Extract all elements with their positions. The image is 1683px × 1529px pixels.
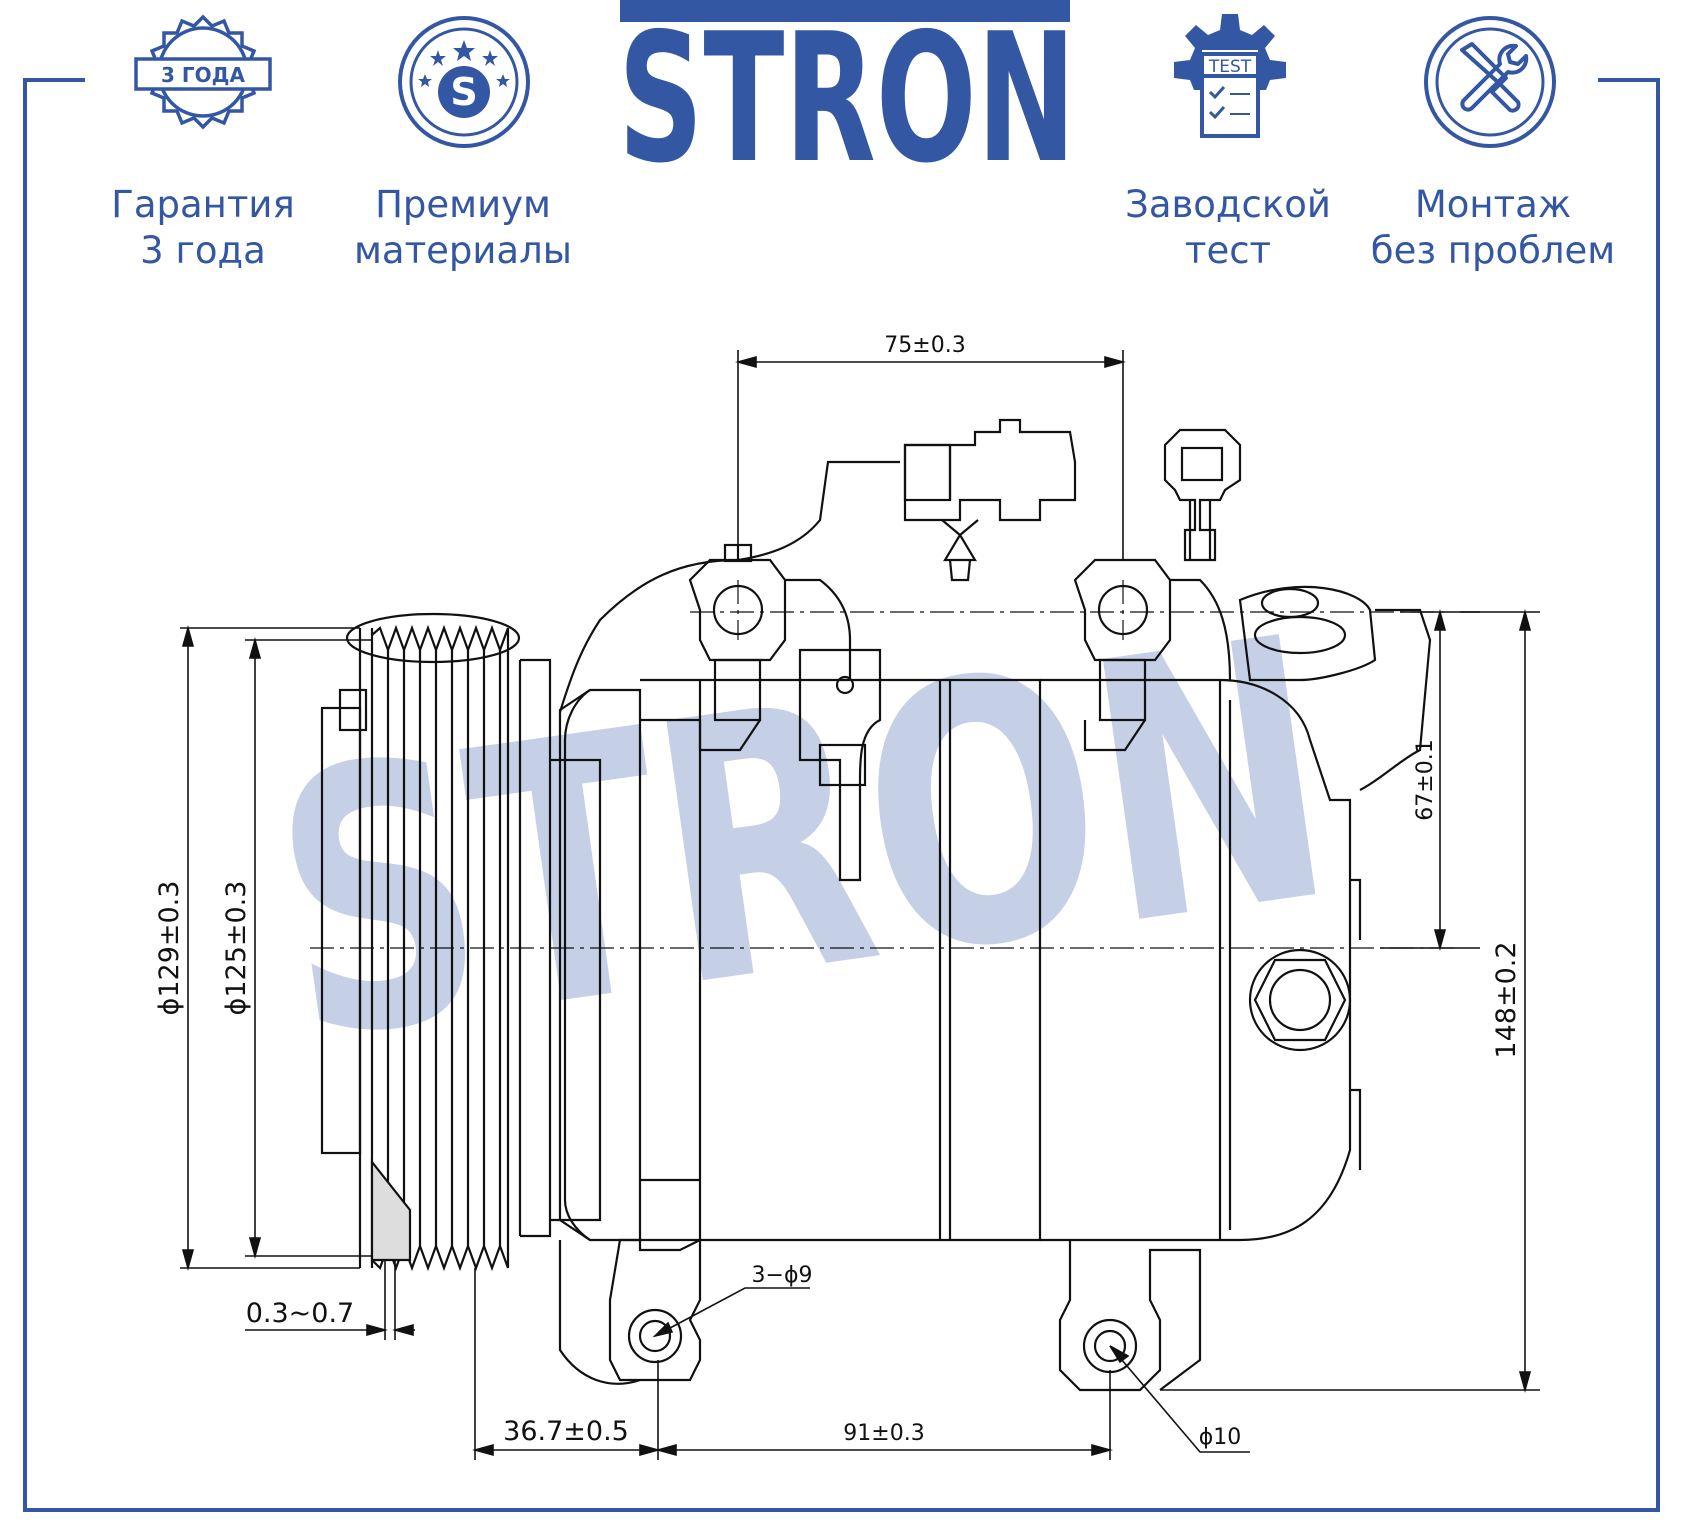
dim-total-height: 148±0.2 <box>1491 941 1522 1058</box>
dim-axis-to-top-mount: 67±0.1 <box>1413 739 1438 820</box>
factory-test-gear-icon: TEST <box>1174 14 1286 138</box>
dim-pulley-inner-dia: ϕ125±0.3 <box>221 881 252 1016</box>
feature-premium-line2: материалы <box>354 229 572 272</box>
dim-mount-hole-dia: ϕ10 <box>1199 1425 1242 1450</box>
dimension-lines <box>180 350 1540 1460</box>
dim-clutch-gap: 0.3~0.7 <box>246 1298 355 1329</box>
warranty-seal-icon: 3 ГОДА <box>134 14 272 130</box>
dim-top-mount-spacing: 75±0.3 <box>884 333 965 358</box>
compressor-outline <box>320 418 1432 1392</box>
feature-install-line2: без проблем <box>1370 229 1616 272</box>
dim-mount-hole-count: 3−ϕ9 <box>752 1263 813 1288</box>
feature-test-line1: Заводской <box>1125 183 1331 226</box>
feature-premium-line1: Премиум <box>375 183 551 226</box>
feature-install-line1: Монтаж <box>1414 183 1572 226</box>
feature-warranty-label: Гарантия 3 года <box>73 182 333 274</box>
feature-premium-label: Премиум материалы <box>333 182 593 274</box>
feature-warranty-line2: 3 года <box>140 229 266 272</box>
stron-logo: STRON <box>618 24 1076 164</box>
feature-test-label: Заводской тест <box>1098 182 1358 274</box>
premium-badge-text: S <box>450 70 477 114</box>
feature-test-line2: тест <box>1184 229 1272 272</box>
center-lines <box>310 580 1460 949</box>
dim-pulley-outer-dia: ϕ129±0.3 <box>154 881 185 1016</box>
logo-text: STRON <box>618 24 1076 164</box>
tools-icon <box>1424 16 1556 148</box>
logo-top-bar <box>620 0 1070 22</box>
dim-bottom-mount-spacing: 91±0.3 <box>843 1421 924 1446</box>
feature-warranty-line1: Гарантия <box>111 183 295 226</box>
dim-pulley-to-mount: 36.7±0.5 <box>503 1416 629 1447</box>
test-badge-text: TEST <box>1208 57 1252 77</box>
premium-materials-icon: S <box>398 16 530 148</box>
feature-install-label: Монтаж без проблем <box>1363 182 1623 274</box>
warranty-badge-text: 3 ГОДА <box>161 63 245 87</box>
